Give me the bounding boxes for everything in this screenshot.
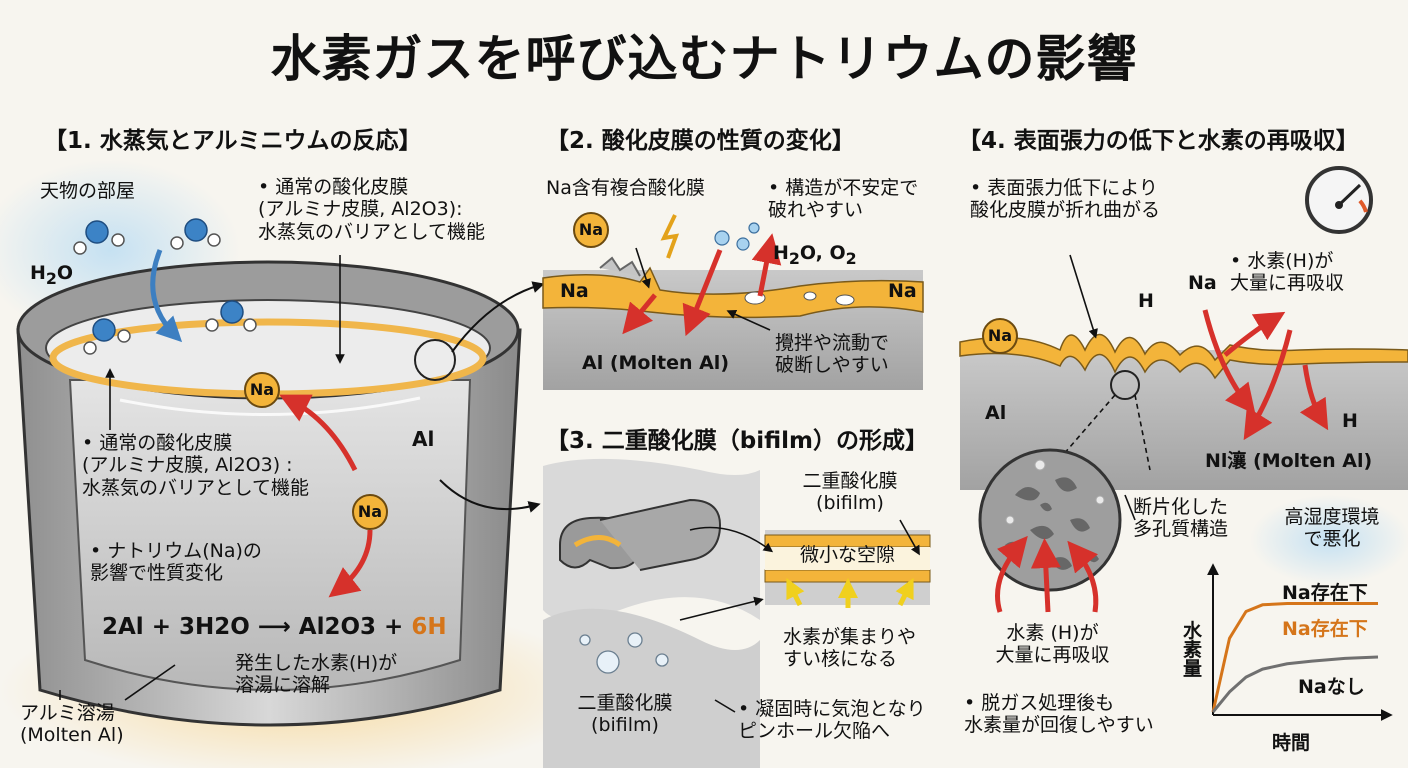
chart-legend-3: Naなし <box>1298 676 1365 698</box>
stir-note: 攪拌や流動で 破断しやすい <box>775 332 889 377</box>
chart-x-label: 時間 <box>1272 732 1310 754</box>
al-label-4: Al <box>985 402 1006 424</box>
absorb-note-bottom: 水素 (H)が 大量に再吸収 <box>990 622 1115 667</box>
na-atom-3: Na <box>573 212 609 248</box>
na-label-4: Na <box>1188 272 1217 294</box>
bend-note: • 表面張力低下により 酸化皮膜が折れ曲がる <box>970 177 1160 222</box>
h2o-label: H2O <box>30 262 73 288</box>
oxide-film-note-top: • 通常の酸化皮膜 (アルミナ皮膜, Al2O3): 水蒸気のバリアとして機能 <box>258 176 485 243</box>
degas-note: • 脱ガス処理後も 水素量が回復しやすい <box>964 692 1154 737</box>
h2o-o2-label: H2O, O2 <box>773 242 857 268</box>
section-2-heading: 【2. 酸化皮膜の性質の変化】 <box>546 128 855 155</box>
porous-structure-label: 断片化した 多孔質構造 <box>1133 496 1228 541</box>
al-label-pot: Al <box>412 428 434 452</box>
hydrogen-dissolve-note: 発生した水素(H)が 溶湯に溶解 <box>235 652 397 697</box>
pinhole-note: • 凝固時に気泡となり ピンホール欠陥へ <box>738 698 926 743</box>
unstable-note: • 構造が不安定で 破れやすい <box>768 177 918 222</box>
na-left-label: Na <box>560 280 589 302</box>
h-label-2: H <box>1342 410 1358 432</box>
section-1-heading: 【1. 水蒸気とアルミニウムの反応】 <box>44 128 422 155</box>
pressure-gauge-icon <box>1307 168 1371 232</box>
chart-legend-1: Na存在下 <box>1282 582 1368 604</box>
molten-al-label-4: Nl瀼 (Molten Al) <box>1205 450 1372 472</box>
room-label: 天物の部屋 <box>40 180 135 202</box>
reaction-equation: 2Al + 3H2O ⟶ Al2O3 + 6H <box>102 614 447 641</box>
chart-legend-2: Na存在下 <box>1282 618 1368 640</box>
composite-oxide-label: Na含有複合酸化膜 <box>546 177 705 199</box>
molten-al-label: アルミ溶湯 (Molten Al) <box>20 702 124 747</box>
section-4-heading: 【4. 表面張力の低下と水素の再吸収】 <box>958 128 1359 155</box>
page-title: 水素ガスを呼び込むナトリウムの影響 <box>0 30 1408 89</box>
na-atom-4: Na <box>982 318 1018 354</box>
bifilm-bottom-label: 二重酸化膜 (bifilm) <box>560 692 690 737</box>
bifilm-top-label: 二重酸化膜 (bifilm) <box>790 470 910 515</box>
oxide-film-note-inside: • 通常の酸化皮膜 (アルミナ皮膜, Al2O3) : 水蒸気のバリアとして機能 <box>82 432 309 499</box>
humid-note: 高湿度環境 で悪化 <box>1268 506 1396 551</box>
absorb-note-top: • 水素(H)が 大量に再吸収 <box>1230 250 1344 295</box>
micro-gap-label: 微小な空隙 <box>800 544 895 566</box>
na-atom-1: Na <box>244 372 280 408</box>
al-molten-label-2: Al (Molten Al) <box>582 352 729 374</box>
na-atom-2: Na <box>352 494 388 530</box>
section-3-heading: 【3. 二重酸化膜（bifilm）の形成】 <box>546 428 928 455</box>
chart-y-label: 水素量 <box>1183 622 1205 679</box>
na-effect-note: • ナトリウム(Na)の 影響で性質変化 <box>90 540 262 585</box>
nucleus-note: 水素が集まりや すい核になる <box>783 626 916 671</box>
h-label-1: H <box>1138 290 1154 312</box>
na-right-label: Na <box>888 280 917 302</box>
